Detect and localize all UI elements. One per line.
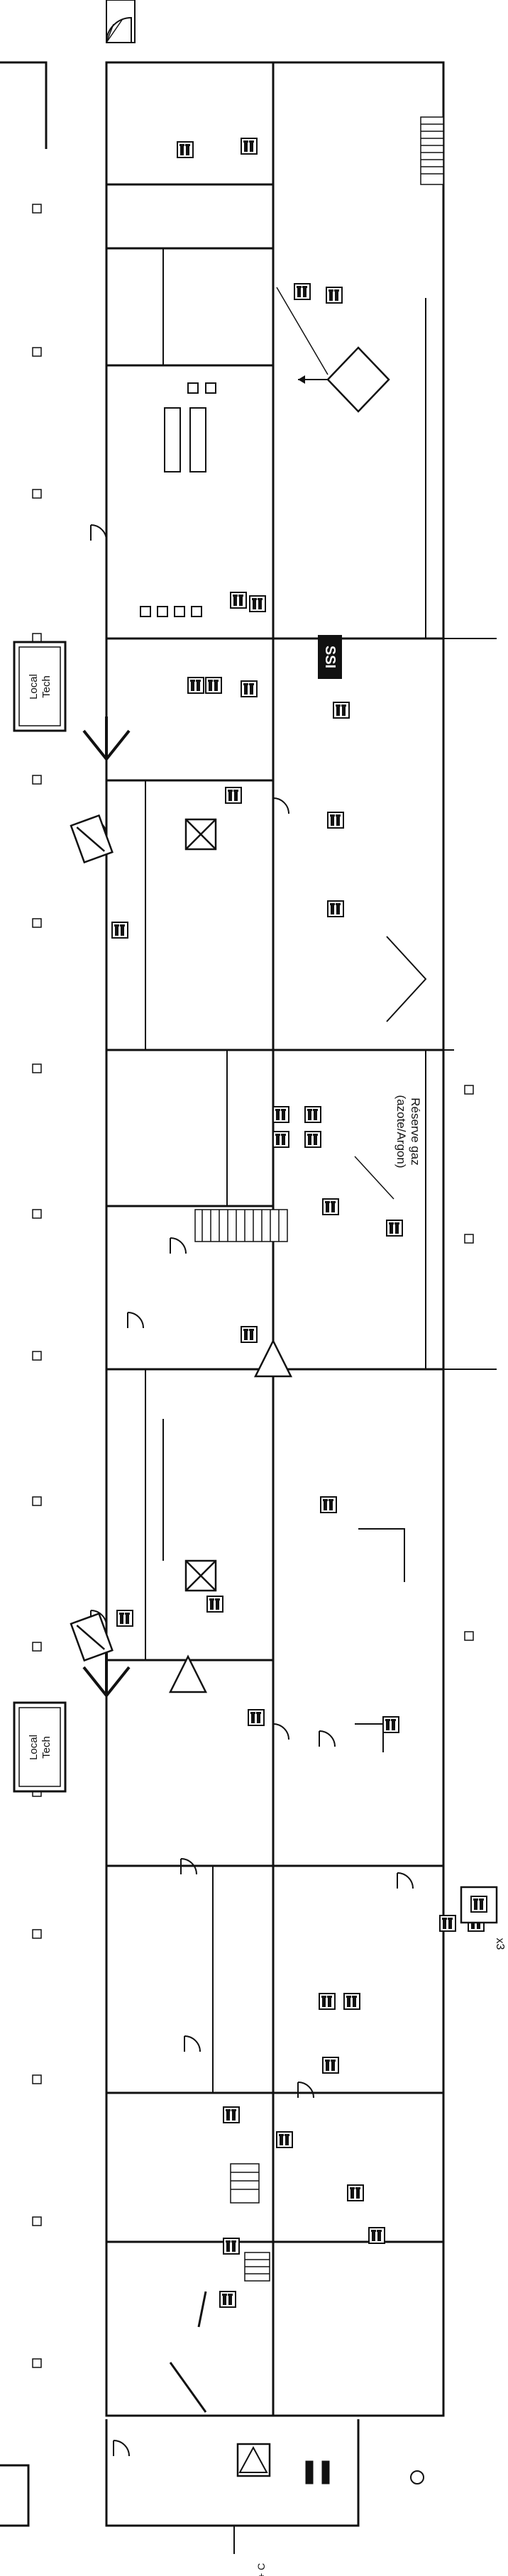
stair-fan-icon [105,16,132,43]
gas-reserve-label-1: Réserve gaz [409,1098,422,1165]
bottom-circle-marker [410,2470,424,2484]
fire-alarm-icon [70,814,217,1662]
local-tech-label-bottom-1: Local [28,1735,40,1760]
gas-reserve-label: Réserve gaz (azote/Argon) [394,1095,422,1168]
building-walls [0,0,445,2417]
extinguisher-x3-badge: x3 [460,1886,506,1950]
local-tech-top: Local Tech [13,641,67,732]
diamond-marker-icon [276,287,390,413]
lab-furniture [140,382,216,617]
bottom-annex [0,2291,360,2527]
warning-triangle-icon [168,1339,293,2477]
local-tech-bottom: Local Tech [13,1701,67,1793]
room-dividers [106,183,443,2243]
local-tech-label-bottom-2: Tech [40,1736,53,1759]
staircase-top [420,116,444,185]
ssi-badge: SSI [318,635,342,679]
gas-reserve-label-2: (azote/Argon) [394,1095,408,1168]
staircase-middle [194,1209,288,1242]
ssi-label: SSI [322,646,338,668]
exit-arrow-icon [82,1653,131,1698]
bottom-partial-label: + C [255,2563,267,2576]
extinguisher-count: x3 [494,1938,506,1950]
staircase-bottom [230,2163,270,2282]
local-tech-label-top-1: Local [28,674,40,700]
local-tech-label-top-2: Tech [40,675,53,698]
exit-arrow-icon [82,717,131,762]
exterior-columns [32,204,474,2368]
